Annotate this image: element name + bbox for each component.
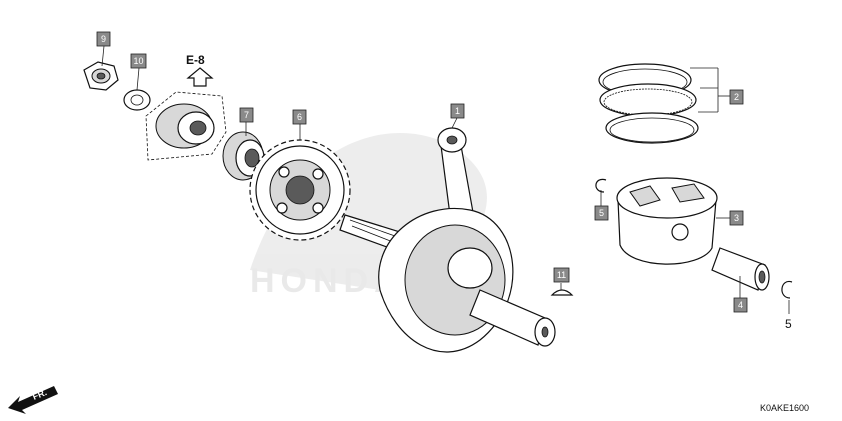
- callout-10: 10: [130, 53, 147, 69]
- drive-gear-part[interactable]: [249, 139, 351, 241]
- svg-text:5: 5: [599, 208, 604, 218]
- svg-text:9: 9: [101, 34, 106, 44]
- svg-text:3: 3: [734, 213, 739, 223]
- callout-5: 5: [594, 205, 609, 221]
- piston-pin-clip-part[interactable]: [595, 178, 793, 299]
- callout-3: 3: [729, 210, 744, 226]
- svg-text:7: 7: [244, 110, 249, 120]
- reference-gear-part: [145, 91, 227, 161]
- washer-part[interactable]: [123, 89, 151, 111]
- diagram-code: K0AKE1600: [760, 403, 809, 413]
- callout-11: 11: [553, 267, 570, 283]
- plain-callout-5: 5: [785, 317, 792, 331]
- svg-text:2: 2: [734, 92, 739, 102]
- svg-text:1: 1: [455, 106, 460, 116]
- front-label: FR.: [31, 387, 48, 402]
- svg-text:6: 6: [297, 112, 302, 122]
- callout-4: 4: [733, 297, 748, 313]
- callout-2: 2: [729, 89, 744, 105]
- piston-rings-part[interactable]: [598, 63, 699, 144]
- front-direction-arrow: FR.: [8, 386, 58, 414]
- woodruff-key-part[interactable]: [550, 289, 574, 296]
- svg-text:4: 4: [738, 300, 743, 310]
- callout-1: 1: [450, 103, 465, 119]
- nut-part[interactable]: [83, 61, 119, 91]
- reference-label: E-8: [186, 53, 205, 67]
- callout-7: 7: [239, 107, 254, 123]
- piston-pin-part[interactable]: [711, 247, 770, 291]
- callout-6: 6: [292, 109, 307, 125]
- watermark-text: HONDA: [250, 262, 405, 300]
- leader-lines: [101, 45, 790, 314]
- crankshaft-part[interactable]: [339, 127, 556, 353]
- e8-reference-arrow: E-8: [186, 53, 214, 87]
- piston-part[interactable]: [616, 177, 718, 265]
- svg-text:11: 11: [557, 270, 566, 280]
- svg-text:10: 10: [133, 56, 143, 66]
- callout-9: 9: [96, 31, 111, 47]
